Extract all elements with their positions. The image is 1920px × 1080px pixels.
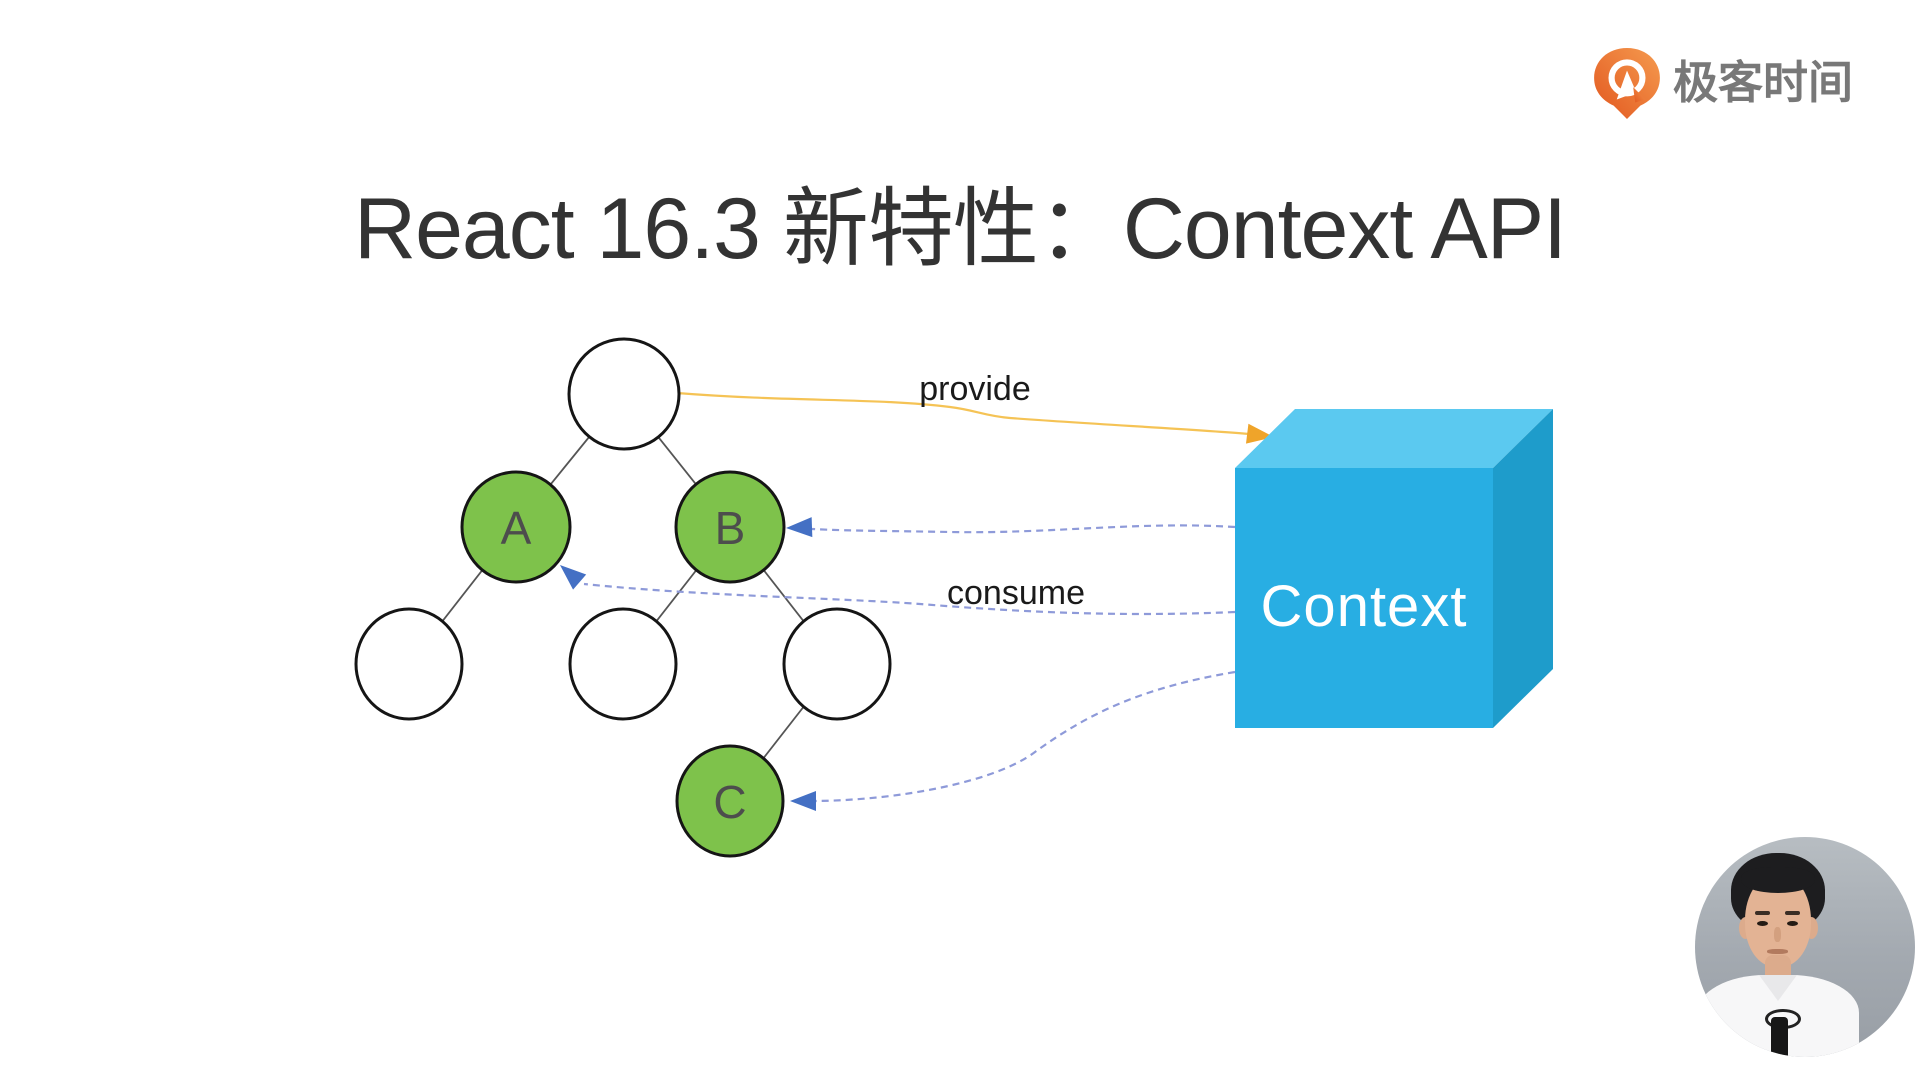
node-a-label: A xyxy=(501,502,532,554)
presenter-webcam xyxy=(1695,837,1915,1057)
presenter-brow-right xyxy=(1785,911,1800,915)
node-root xyxy=(567,337,681,451)
presenter-eye-left xyxy=(1757,921,1768,926)
geektime-logo-icon xyxy=(1594,48,1660,119)
consume-arrowhead-c-icon xyxy=(790,791,816,811)
cube-right-face xyxy=(1493,409,1553,728)
provide-arrowhead-icon xyxy=(1245,423,1274,444)
consume-label: consume xyxy=(947,574,1085,612)
node-leaf-2 xyxy=(568,607,678,721)
consume-line-to-b xyxy=(811,524,1236,534)
presenter-eye-right xyxy=(1787,921,1798,926)
consume-line-to-c xyxy=(815,670,1236,803)
presenter-fringe xyxy=(1741,867,1815,893)
microphone-icon xyxy=(1771,1017,1788,1057)
cube-top-face xyxy=(1235,409,1553,468)
brand-name: 极客时间 xyxy=(1673,57,1854,108)
node-a xyxy=(460,470,572,584)
brand-logo: 极客时间 xyxy=(1591,46,1853,120)
consume-line-to-a xyxy=(583,582,1236,616)
context-cube: Context xyxy=(1235,409,1553,728)
node-b-label: B xyxy=(715,502,746,554)
node-c-label: C xyxy=(713,776,746,828)
provide-label: provide xyxy=(919,370,1031,408)
presenter-mouth xyxy=(1767,949,1788,954)
provide-arrow-line xyxy=(676,391,1251,436)
cube-front-face xyxy=(1235,468,1493,728)
consume-arrow-lines xyxy=(583,524,1236,803)
tree-nodes xyxy=(354,337,892,858)
cube-label: Context xyxy=(1261,574,1468,639)
node-c xyxy=(675,744,785,858)
node-leaf-3 xyxy=(782,607,892,721)
presenter-nose xyxy=(1774,927,1781,942)
page-title: React 16.3 新特性：Context API xyxy=(354,180,1567,277)
node-b xyxy=(674,470,786,584)
node-leaf-1 xyxy=(354,607,464,721)
presenter-brow-left xyxy=(1755,911,1770,915)
consume-arrowhead-b-icon xyxy=(786,517,813,538)
consume-arrowhead-a-icon xyxy=(560,565,587,590)
